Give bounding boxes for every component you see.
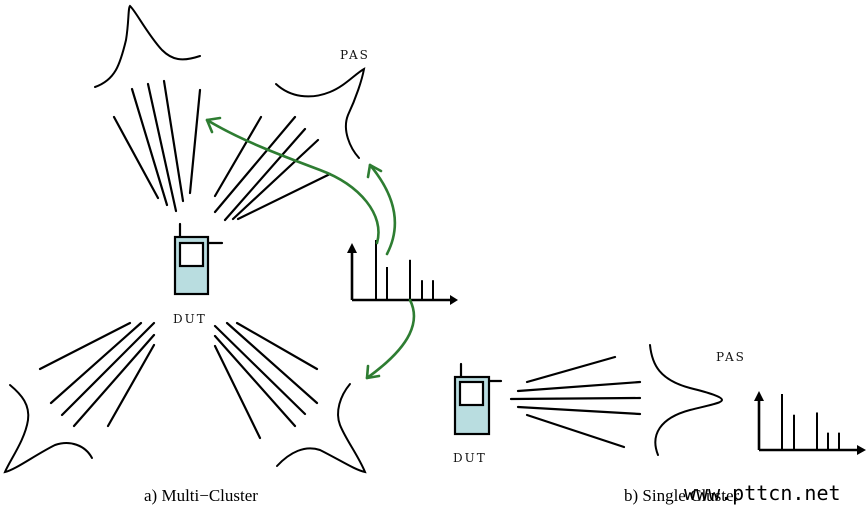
dut-label-single: DUT (453, 451, 487, 465)
pas-curve-single (649, 344, 724, 456)
arrowhead-bottom-right (365, 364, 381, 380)
ray-bundle-bottom-right (213, 321, 319, 440)
pas-curve-bottom-right (276, 383, 367, 474)
spectrum-taps (781, 394, 840, 450)
pas-curve-top-right (275, 67, 366, 159)
power-delay-spectrum-single (754, 391, 866, 455)
arrow-to-top-right-cluster (368, 163, 397, 256)
ray-bundle-top-left (112, 79, 202, 213)
caption-multi-cluster: a) Multi−Cluster (144, 486, 258, 505)
device-screen (178, 241, 205, 268)
pas-curve-bottom-left (3, 384, 93, 474)
arrow-to-bottom-right-cluster (365, 298, 416, 380)
pas-curve-top-left (94, 4, 201, 88)
single-cluster-diagram: DUT PAS b) Single Cluster (453, 344, 866, 505)
caption-single-cluster: b) Single Cluster (624, 486, 740, 505)
dut-device-single (453, 362, 503, 436)
y-axis-arrowhead (754, 391, 764, 401)
ray-bundle-bottom-left (38, 321, 156, 428)
dut-device-multi (173, 222, 224, 296)
spectrum-taps (375, 240, 434, 300)
arrowhead-top-left (205, 116, 222, 134)
ray-bundle-top-right (213, 115, 332, 222)
device-screen (458, 380, 485, 407)
power-delay-spectrum-multi (347, 240, 458, 305)
x-axis-arrowhead (857, 445, 866, 455)
pas-label-single: PAS (716, 350, 746, 364)
x-axis-arrowhead (450, 295, 458, 305)
watermark: www.pttcn.net (684, 481, 841, 505)
ray-bundle-single (509, 355, 642, 449)
pas-label-multi: PAS (340, 48, 370, 62)
arrow-to-top-left-cluster (205, 118, 380, 245)
multi-cluster-diagram: PAS DUT (3, 4, 458, 505)
dut-label-multi: DUT (173, 312, 207, 326)
y-axis-arrowhead (347, 243, 357, 253)
arrowhead-top-right (366, 163, 383, 179)
